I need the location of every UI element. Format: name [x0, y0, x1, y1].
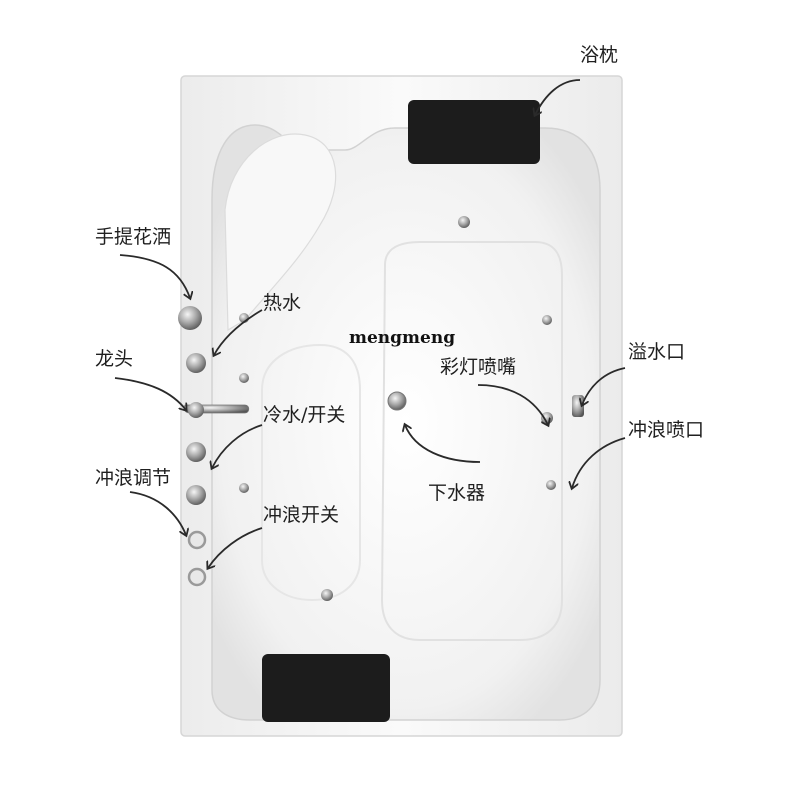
label-hot-water: 热水	[263, 292, 302, 314]
wave-switch-ring	[187, 530, 207, 550]
arrow-pillow	[535, 79, 581, 115]
arrow-hand-shower	[119, 254, 190, 298]
tub-seat	[224, 133, 337, 332]
label-wave-adjust: 冲浪调节	[95, 467, 172, 489]
jet-top	[458, 216, 470, 228]
jet-left-mid	[239, 373, 249, 383]
jet-left-lower	[239, 483, 249, 493]
arrow-color-light	[477, 384, 548, 425]
label-drain: 下水器	[428, 482, 486, 504]
pillow-bottom	[262, 654, 390, 722]
tub-basin	[211, 124, 601, 721]
label-cold-water-switch: 冷水/开关	[263, 404, 346, 426]
drain	[387, 391, 407, 411]
arrow-wave-nozzle	[572, 437, 626, 488]
arrow-wave-switch	[208, 527, 263, 568]
label-wave-nozzle: 冲浪喷口	[628, 419, 705, 441]
arrow-wave-adjust	[129, 491, 186, 535]
arrow-overflow	[582, 367, 626, 405]
arrow-hot-water	[214, 309, 263, 355]
jet-right-upper	[542, 315, 552, 325]
label-pillow: 浴枕	[580, 44, 619, 66]
hot-water-knob	[186, 353, 206, 373]
label-wave-switch: 冲浪开关	[263, 504, 340, 526]
wave-adjust-knob	[186, 485, 206, 505]
label-overflow: 溢水口	[628, 341, 686, 363]
label-color-light-nozzle: 彩灯喷嘴	[440, 356, 517, 378]
faucet-base	[188, 402, 204, 418]
arrow-faucet	[114, 377, 186, 410]
arrow-drain	[405, 425, 481, 463]
watermark: mengmeng	[349, 328, 456, 348]
overflow-fixture	[572, 395, 584, 417]
tub-inner-contour	[380, 241, 563, 641]
cold-water-knob	[186, 442, 206, 462]
pillow-top	[408, 100, 540, 164]
label-hand-shower: 手提花洒	[95, 226, 172, 248]
label-faucet: 龙头	[95, 348, 134, 370]
jet-bottom	[321, 589, 333, 601]
arrow-cold-water	[212, 424, 263, 468]
wave-switch-button	[187, 567, 207, 587]
hand-shower-knob	[178, 306, 202, 330]
jet-right-lower	[546, 480, 556, 490]
tub-inner-contour-left	[261, 343, 361, 602]
